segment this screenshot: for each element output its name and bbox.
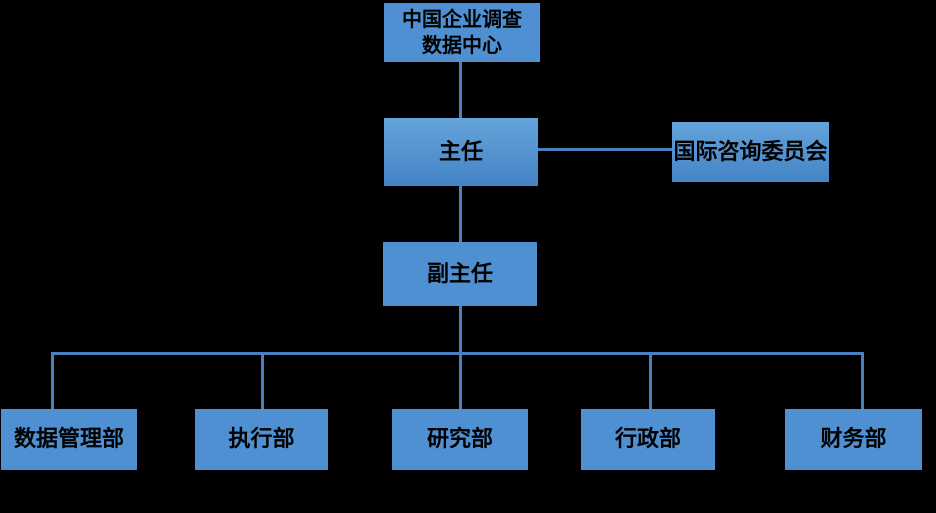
node-root-line1: 中国企业调查 [402, 8, 522, 31]
connector-bus-dept-3 [459, 352, 462, 410]
node-dept-data-management: 数据管理部 [1, 409, 137, 470]
connector-bus-dept-5 [861, 352, 864, 410]
node-root-line2: 数据中心 [422, 34, 502, 57]
connector-director-advisory [538, 148, 672, 151]
bus-line [51, 352, 864, 355]
connector-director-deputy [459, 186, 462, 242]
connector-deputy-bus [459, 306, 462, 352]
node-director: 主任 [384, 118, 538, 186]
node-root: 中国企业调查 数据中心 [384, 3, 540, 62]
node-dept-research: 研究部 [392, 409, 528, 470]
connector-bus-dept-1 [51, 352, 54, 410]
node-dept-execution: 执行部 [195, 409, 328, 470]
node-dept-administration: 行政部 [581, 409, 715, 470]
node-dept-finance: 财务部 [785, 409, 922, 470]
node-deputy-director: 副主任 [383, 242, 537, 306]
connector-bus-dept-2 [261, 352, 264, 410]
node-advisory-committee: 国际咨询委员会 [672, 122, 829, 182]
connector-root-director [459, 62, 462, 118]
connector-bus-dept-4 [649, 352, 652, 410]
